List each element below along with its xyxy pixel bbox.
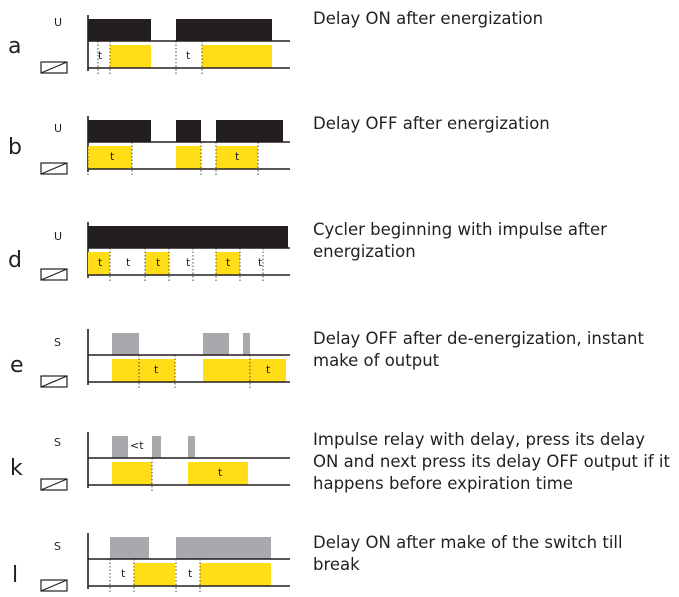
input-pulse <box>216 120 283 142</box>
output-pulse <box>88 252 110 275</box>
time-label: t <box>218 466 223 479</box>
time-label: t <box>110 150 115 163</box>
less-than-t-annotation: <t <box>130 439 144 452</box>
output-pulse <box>216 146 258 169</box>
input-pulse <box>203 333 229 355</box>
time-label: t <box>188 567 193 580</box>
output-pulse <box>145 252 169 275</box>
relay-symbol-icon <box>40 268 68 281</box>
output-pulse <box>110 45 151 68</box>
time-label: t <box>186 49 191 62</box>
relay-symbol-icon <box>40 478 68 491</box>
input-pulse <box>88 120 151 142</box>
input-pulse <box>176 537 271 559</box>
relay-symbol-icon <box>40 375 68 388</box>
relay-symbol-diagonal <box>40 268 68 281</box>
output-pulse <box>134 563 175 586</box>
row-letter-d: d <box>8 248 22 273</box>
time-label: t <box>226 256 231 269</box>
input-pulse <box>110 537 149 559</box>
row-letter-a: a <box>8 34 21 59</box>
signal-label: U <box>54 230 62 243</box>
output-pulse <box>176 146 201 169</box>
row-letter-b: b <box>8 135 22 160</box>
relay-symbol-icon <box>40 579 68 592</box>
row-letter-l: l <box>12 563 18 588</box>
relay-symbol-diagonal <box>40 478 68 491</box>
input-pulse <box>152 436 161 458</box>
row-description-a: Delay ON after energization <box>313 9 544 28</box>
output-pulse <box>200 563 271 586</box>
output-pulse <box>216 252 240 275</box>
time-label: t <box>126 256 131 269</box>
time-label: t <box>156 256 161 269</box>
input-pulse <box>88 226 288 248</box>
row-letter-e: e <box>10 353 24 378</box>
time-label: t <box>121 567 126 580</box>
time-label: t <box>235 150 240 163</box>
row-description-d: Cycler beginning with impulse after ener… <box>313 220 607 261</box>
signal-label: S <box>54 336 61 349</box>
input-pulse <box>112 436 128 458</box>
time-label: t <box>98 49 103 62</box>
relay-symbol-diagonal <box>40 162 68 175</box>
relay-symbol-icon <box>40 162 68 175</box>
relay-symbol-diagonal <box>40 579 68 592</box>
time-label: t <box>266 363 271 376</box>
time-label: t <box>98 256 103 269</box>
input-pulse <box>88 19 151 41</box>
row-description-b: Delay OFF after energization <box>313 114 550 133</box>
row-letter-k: k <box>10 456 23 481</box>
relay-symbol-diagonal <box>40 61 68 74</box>
row-description-k: Impulse relay with delay, press its dela… <box>313 430 670 493</box>
input-pulse <box>176 19 272 41</box>
input-pulse <box>243 333 250 355</box>
signal-label: U <box>54 122 62 135</box>
row-description-l: Delay ON after make of the switch till b… <box>313 533 623 574</box>
output-pulse <box>88 146 132 169</box>
row-description-e: Delay OFF after de-energization, instant… <box>313 329 644 370</box>
output-pulse <box>112 359 175 382</box>
time-label: t <box>154 363 159 376</box>
signal-label: S <box>54 436 61 449</box>
input-pulse <box>176 120 201 142</box>
signal-label: U <box>54 16 62 29</box>
input-pulse <box>112 333 139 355</box>
output-pulse <box>188 462 248 485</box>
signal-label: S <box>54 540 61 553</box>
output-pulse <box>112 462 152 485</box>
relay-symbol-icon <box>40 61 68 74</box>
output-pulse <box>203 359 286 382</box>
time-label: t <box>258 256 263 269</box>
relay-symbol-diagonal <box>40 375 68 388</box>
time-label: t <box>186 256 191 269</box>
input-pulse <box>188 436 195 458</box>
output-pulse <box>202 45 272 68</box>
